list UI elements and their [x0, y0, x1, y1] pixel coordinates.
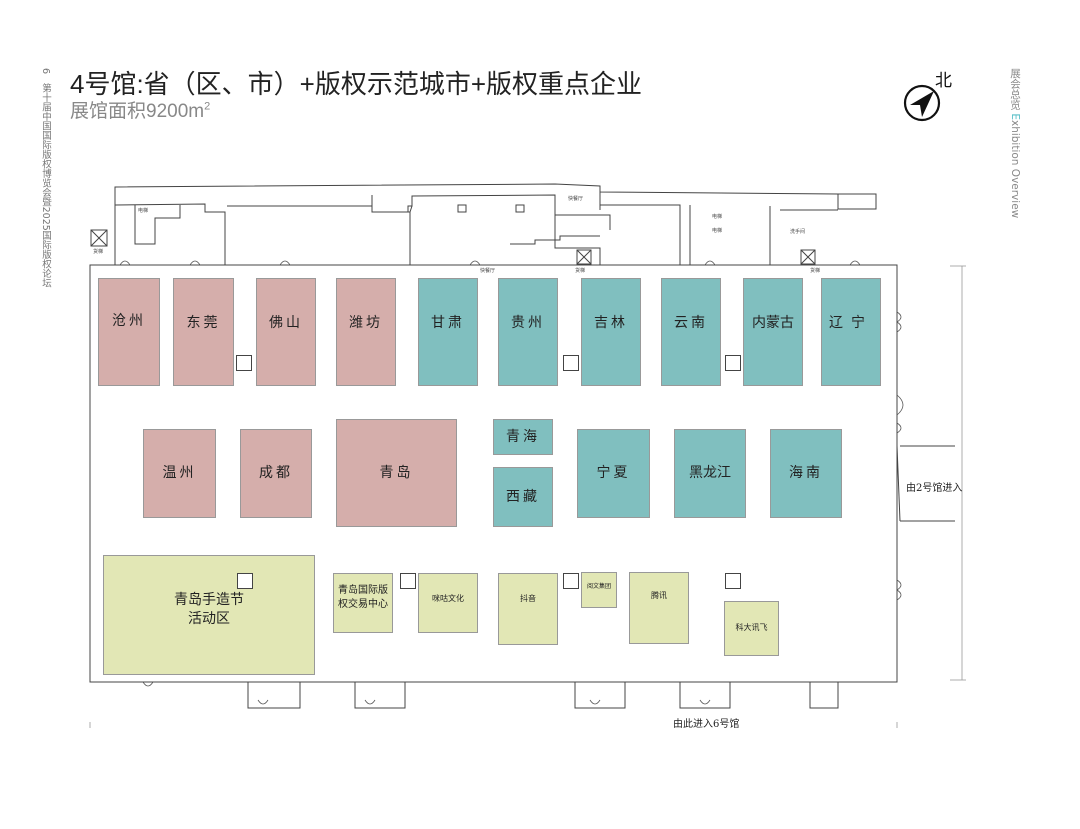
booth-ningxia[interactable]: 宁夏 — [577, 429, 650, 518]
booth-label: 沧州 — [112, 312, 146, 329]
booth-label: 阅文集团 — [586, 583, 611, 590]
booth-xizang[interactable]: 西藏 — [493, 467, 553, 527]
booth-label: 青海 — [506, 428, 540, 445]
booth-label: 抖音 — [520, 594, 536, 603]
entrance-from-hall2-label: 由2号馆进入 — [906, 483, 963, 494]
booth-label: 佛山 — [269, 314, 303, 331]
booth-label: 青岛手造节活动区 — [174, 592, 244, 627]
info-kiosk — [237, 573, 253, 589]
booth-gansu[interactable]: 甘肃 — [418, 278, 478, 386]
restaurant-label: 快餐厅 — [480, 268, 496, 274]
booth-label: 青岛国际版权交易中心 — [338, 585, 388, 610]
info-kiosk — [563, 573, 579, 589]
booth-cangzhou[interactable]: 沧州 — [98, 278, 160, 386]
section-label-en-first: E — [1009, 113, 1021, 120]
north-label: 北 — [935, 71, 952, 91]
booth-jilin[interactable]: 吉林 — [581, 278, 641, 386]
booth-iflytek[interactable]: 科大讯飞 — [724, 601, 779, 656]
info-kiosk — [236, 355, 252, 371]
booth-label: 内蒙古 — [752, 314, 794, 331]
exit-to-hall6-label: 由此进入6号馆 — [673, 719, 740, 730]
booth-label: 腾讯 — [651, 591, 667, 600]
elevator-label: 电梯 — [138, 208, 149, 214]
booth-label: 成都 — [259, 465, 293, 482]
info-kiosk — [725, 355, 741, 371]
hall-area-text: 展馆面积9200m — [70, 101, 205, 122]
elevator-label: 电梯 — [712, 214, 723, 220]
page-title: 4号馆:省（区、市）+版权示范城市+版权重点企业 — [70, 69, 643, 99]
booth-label: 贵州 — [511, 314, 545, 331]
booth-weifang[interactable]: 潍坊 — [336, 278, 396, 386]
booth-label: 云南 — [674, 314, 708, 331]
info-kiosk — [563, 355, 579, 371]
booth-label: 咪咕文化 — [432, 594, 464, 603]
booth-label: 科大讯飞 — [735, 623, 768, 633]
hall-area: 展馆面积9200m2 — [70, 96, 210, 123]
booth-douyin[interactable]: 抖音 — [498, 573, 558, 645]
section-label-en-rest: xhibition Overview — [1009, 119, 1021, 219]
booth-yuewen[interactable]: 阅文集团 — [581, 572, 617, 608]
booth-label: 辽宁 — [829, 314, 873, 331]
booth-neimenggu[interactable]: 内蒙古 — [743, 278, 803, 386]
hall-outline — [89, 264, 898, 683]
booth-heilongjiang[interactable]: 黑龙江 — [674, 429, 746, 518]
restaurant-label: 快餐厅 — [568, 196, 584, 202]
booth-migu[interactable]: 咪咕文化 — [418, 573, 478, 633]
elevator-label: 电梯 — [712, 228, 723, 234]
north-compass-icon — [903, 84, 941, 122]
booth-label: 东莞 — [186, 314, 221, 331]
booth-label: 吉林 — [594, 314, 628, 331]
booth-label: 海南 — [789, 465, 823, 482]
booth-qingdao-handcraft-activity-area[interactable]: 青岛手造节活动区 — [103, 555, 315, 675]
side-publication-note: 6 第十届中国国际版权博览会暨2025国际版权论坛 — [38, 68, 52, 288]
section-label-cn: 展会总览 — [1009, 68, 1021, 110]
booth-dongguan[interactable]: 东莞 — [173, 278, 234, 386]
booth-yunnan[interactable]: 云南 — [661, 278, 721, 386]
page-number: 6 — [40, 68, 51, 75]
booth-tencent[interactable]: 腾讯 — [629, 572, 689, 644]
booth-foshan[interactable]: 佛山 — [256, 278, 316, 386]
booth-qingdao-copyright-exchange[interactable]: 青岛国际版权交易中心 — [333, 573, 393, 633]
booth-qinghai[interactable]: 青海 — [493, 419, 553, 455]
booth-guizhou[interactable]: 贵州 — [498, 278, 558, 386]
info-kiosk — [725, 573, 741, 589]
booth-label: 甘肃 — [431, 314, 465, 331]
booth-wenzhou[interactable]: 温州 — [143, 429, 216, 518]
publication-title: 第十届中国国际版权博览会暨2025国际版权论坛 — [40, 83, 51, 288]
freight-elevator-label: 货梯 — [810, 268, 821, 274]
booth-label: 宁夏 — [596, 465, 631, 482]
hall-area-unit-sup: 2 — [204, 100, 211, 113]
booth-label: 西藏 — [506, 488, 540, 505]
restroom-label: 洗手间 — [790, 229, 806, 235]
section-label: 展会总览 Exhibition Overview — [1008, 68, 1023, 218]
freight-elevator-label: 货梯 — [93, 249, 104, 255]
booth-chengdu[interactable]: 成都 — [240, 429, 312, 518]
booth-qingdao[interactable]: 青岛 — [336, 419, 457, 527]
booth-label: 潍坊 — [349, 314, 383, 331]
booth-label: 温州 — [162, 465, 197, 482]
booth-liaoning[interactable]: 辽宁 — [821, 278, 881, 386]
booth-hainan[interactable]: 海南 — [770, 429, 842, 518]
freight-elevator-label: 货梯 — [575, 268, 586, 274]
info-kiosk — [400, 573, 416, 589]
booth-label: 青岛 — [379, 464, 414, 481]
booth-label: 黑龙江 — [689, 465, 731, 482]
